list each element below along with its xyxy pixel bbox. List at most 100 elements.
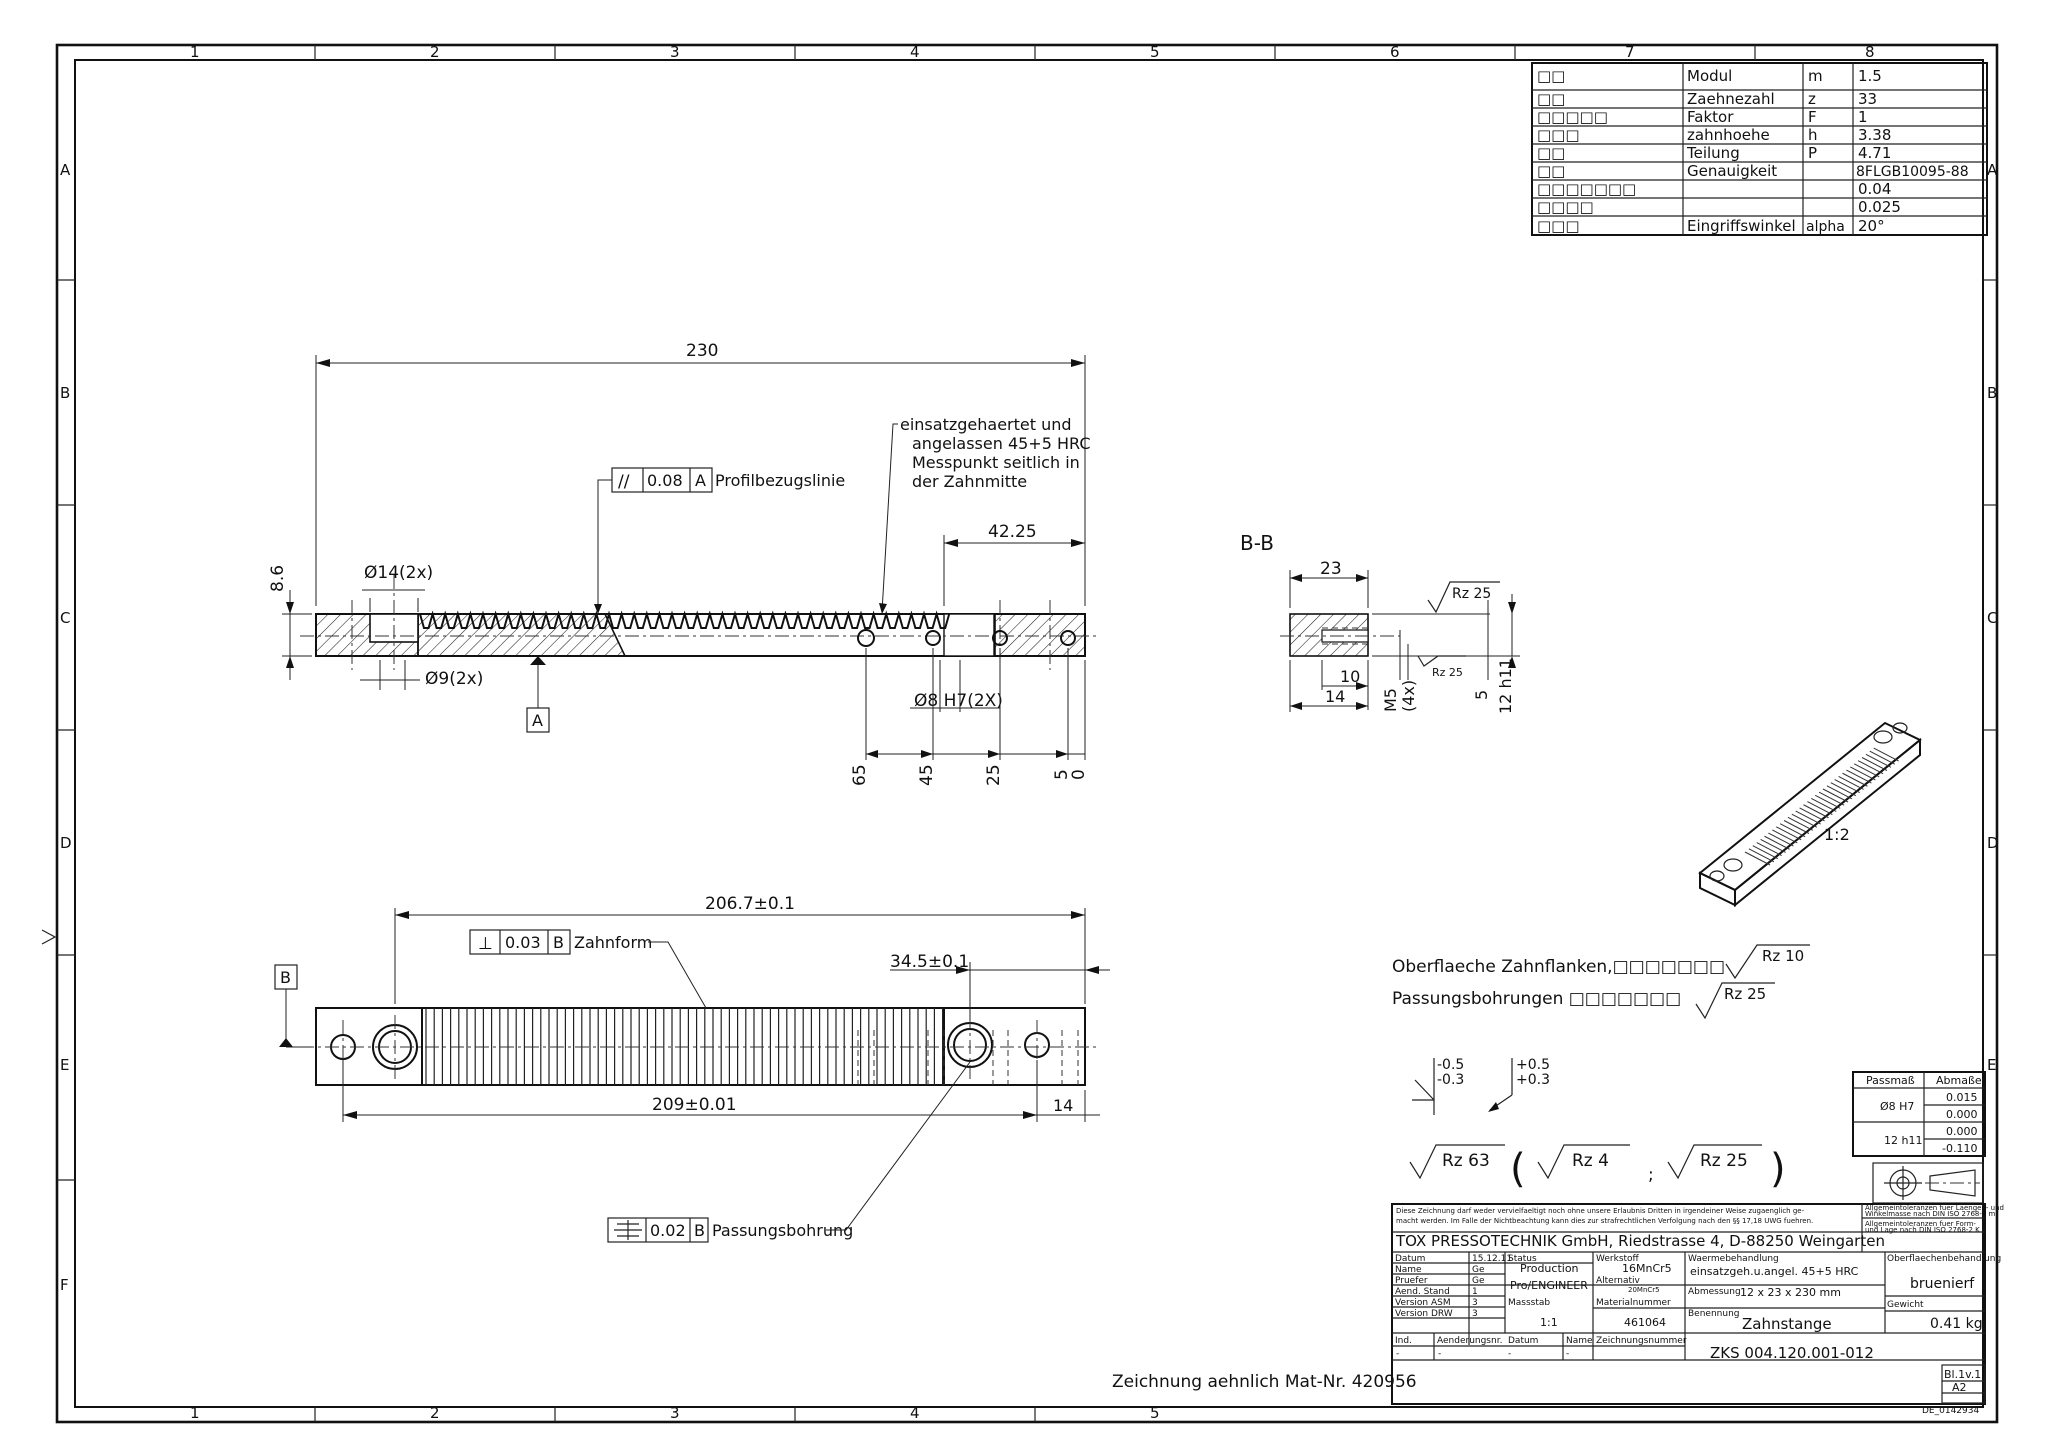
tb-benennung-value: Zahnstange (1742, 1315, 1832, 1333)
fcf-perp-datum: B (553, 933, 564, 952)
gear-name: Zaehnezahl (1687, 90, 1775, 108)
top-view: 206.7±0.1 34.5±0.1 209±0.01 14 ⊥ 0.03 B … (274, 894, 1110, 1243)
iso-tooth (1850, 766, 1876, 781)
pos-dim-5: 5 (1052, 769, 1072, 780)
iso-tooth (1807, 801, 1833, 816)
tb-datum-label: Datum (1395, 1254, 1425, 1264)
fcf-position (607, 1217, 709, 1243)
tb-name-label: Name (1395, 1265, 1422, 1275)
tb-matnr-label: Materialnummer (1596, 1298, 1671, 1308)
tb-abm-label: Abmessung (1688, 1287, 1741, 1297)
row-label-c: C (60, 609, 70, 627)
gear-row-eingriffswinkel: □□□ Eingriffswinkel alpha 20° (1537, 217, 1885, 235)
iso-hole (1723, 858, 1743, 872)
projection-symbol (1872, 1162, 1984, 1204)
iso-tooth (1791, 813, 1818, 828)
pin-hole (1060, 630, 1076, 646)
tb-pruefer-label: Pruefer (1395, 1276, 1428, 1286)
pos-dim-0: 0 (1069, 769, 1089, 780)
front-view: 230 8.6 Ø14(2x) Ø9(2x) A // 0.08 A Profi… (268, 341, 1100, 786)
tb-drw-label: Version DRW (1395, 1309, 1453, 1319)
tb-waerme-label: Waermebehandlung (1688, 1254, 1779, 1264)
iso-tooth-lines (1744, 747, 1899, 866)
pin-hole (857, 629, 875, 647)
tb-ober-label: Oberflaechenbehandlung (1887, 1254, 2001, 1264)
column-labels-top: 1 2 3 4 5 6 7 8 (190, 43, 1875, 61)
dim-hole-small: Ø9(2x) (425, 669, 483, 689)
fcf-pos-value: 0.02 (650, 1221, 686, 1240)
gear-value: 0.025 (1858, 198, 1901, 216)
tb-aend-label: Aend. Stand (1395, 1287, 1450, 1297)
iso-tooth (1830, 782, 1857, 797)
tb-asm-label: Version ASM (1395, 1298, 1451, 1308)
tb-gewicht-value: 0.41 kg (1930, 1316, 1983, 1332)
row-labels-left: A B C D E F (60, 161, 72, 1294)
gear-row-zaehnezahl: □□ Zaehnezahl z 33 (1537, 90, 1877, 108)
tb-name2-label: Name (1566, 1336, 1593, 1346)
iso-tooth (1787, 816, 1814, 831)
fcf-parallel-note: Profilbezugslinie (715, 471, 845, 490)
iso-hole (1873, 730, 1893, 744)
iso-tooth (1795, 810, 1821, 825)
tb-aendnr-label: Aenderungsnr. (1437, 1336, 1502, 1346)
fit-row-2-name: 12 h11 (1884, 1134, 1922, 1147)
tb-waerme-value: einsatzgeh.u.angel. 45+5 HRC (1690, 1265, 1859, 1278)
rz-top: Rz 25 (1452, 586, 1491, 602)
company-address: TOX PRESSOTECHNIK GmbH, Riedstrasse 4, D… (1395, 1232, 1885, 1250)
iso-tooth (1811, 798, 1837, 812)
tol-note-4: und Lage nach DIN ISO 2768-2 K (1865, 1226, 1980, 1234)
iso-tooth (1779, 823, 1806, 838)
gear-code: □□ (1537, 162, 1565, 180)
tb-sheet: Bl.1v.1 (1944, 1368, 1981, 1381)
tb-werkstoff-label: Werkstoff (1596, 1254, 1640, 1264)
iso-tooth (1803, 804, 1829, 819)
fit-row-1-lower: 0.000 (1946, 1108, 1978, 1121)
row-label-b: B (60, 384, 70, 402)
pos-dim-25: 25 (984, 764, 1004, 786)
iso-tooth (1748, 848, 1775, 863)
surface-notes: Oberflaeche Zahnflanken,□□□□□□□ Rz 10 Pa… (1392, 944, 1810, 1020)
row-label-a: A (60, 161, 71, 179)
col-label-7: 7 (1625, 43, 1635, 61)
rz-option-b: Rz 25 (1700, 1151, 1748, 1171)
gear-value: 1.5 (1858, 67, 1882, 85)
iso-tooth (1752, 845, 1779, 860)
gear-symbol: P (1808, 144, 1817, 162)
iso-tooth (1756, 842, 1782, 856)
tb-gewicht-label: Gewicht (1887, 1300, 1924, 1310)
iso-tooth (1775, 826, 1802, 841)
section-view: B-B 23 10 14 M5 (4x) 5 (1240, 531, 1520, 714)
col-label-2: 2 (430, 43, 440, 61)
dim-pin-bore: Ø8 H7(2X) (914, 691, 1003, 711)
pin-bore-cutout (943, 613, 995, 657)
row-labels-right: A B C D E (1987, 161, 1999, 1074)
gear-code: □□□□□ (1537, 108, 1608, 126)
gear-value: 1 (1858, 108, 1868, 126)
gear-symbol: alpha (1806, 219, 1845, 235)
col-label-4-bottom: 4 (910, 1404, 920, 1422)
gear-code: □□ (1537, 90, 1565, 108)
iso-hole (1709, 870, 1725, 882)
iso-tooth (1768, 832, 1794, 847)
gear-row-modul: □□ Modul m 1.5 (1537, 67, 1882, 85)
gear-name: Genauigkeit (1687, 162, 1777, 180)
iso-tooth (1826, 785, 1853, 800)
dim-right-hole: 34.5±0.1 (890, 952, 969, 972)
iso-scale: 1:2 (1824, 825, 1850, 844)
gear-value: 33 (1858, 90, 1877, 108)
rz-separator: ; (1648, 1165, 1654, 1185)
dim-end-offset: 14 (1053, 1096, 1073, 1115)
rz-side: Rz 25 (1432, 666, 1463, 679)
iso-tooth (1799, 807, 1825, 822)
fcf-perp-value: 0.03 (505, 933, 541, 952)
rz-general: Rz 63 (1442, 1151, 1490, 1171)
gear-row-tol-1: □□□□□□□ 0.04 (1537, 180, 1891, 198)
hardening-note-line-1: einsatzgehaertet und (900, 415, 1072, 434)
rz-option-a: Rz 4 (1572, 1151, 1609, 1171)
iso-tooth (1772, 829, 1798, 844)
title-block: Diese Zeichnung darf weder vervielfaelti… (1391, 1203, 2004, 1416)
gear-value: 8FLGB10095-88 (1856, 164, 1969, 180)
tb-alternativ-label: Alternativ (1596, 1276, 1641, 1286)
row-label-d-right: D (1987, 834, 1999, 852)
iso-tooth (1822, 788, 1849, 803)
